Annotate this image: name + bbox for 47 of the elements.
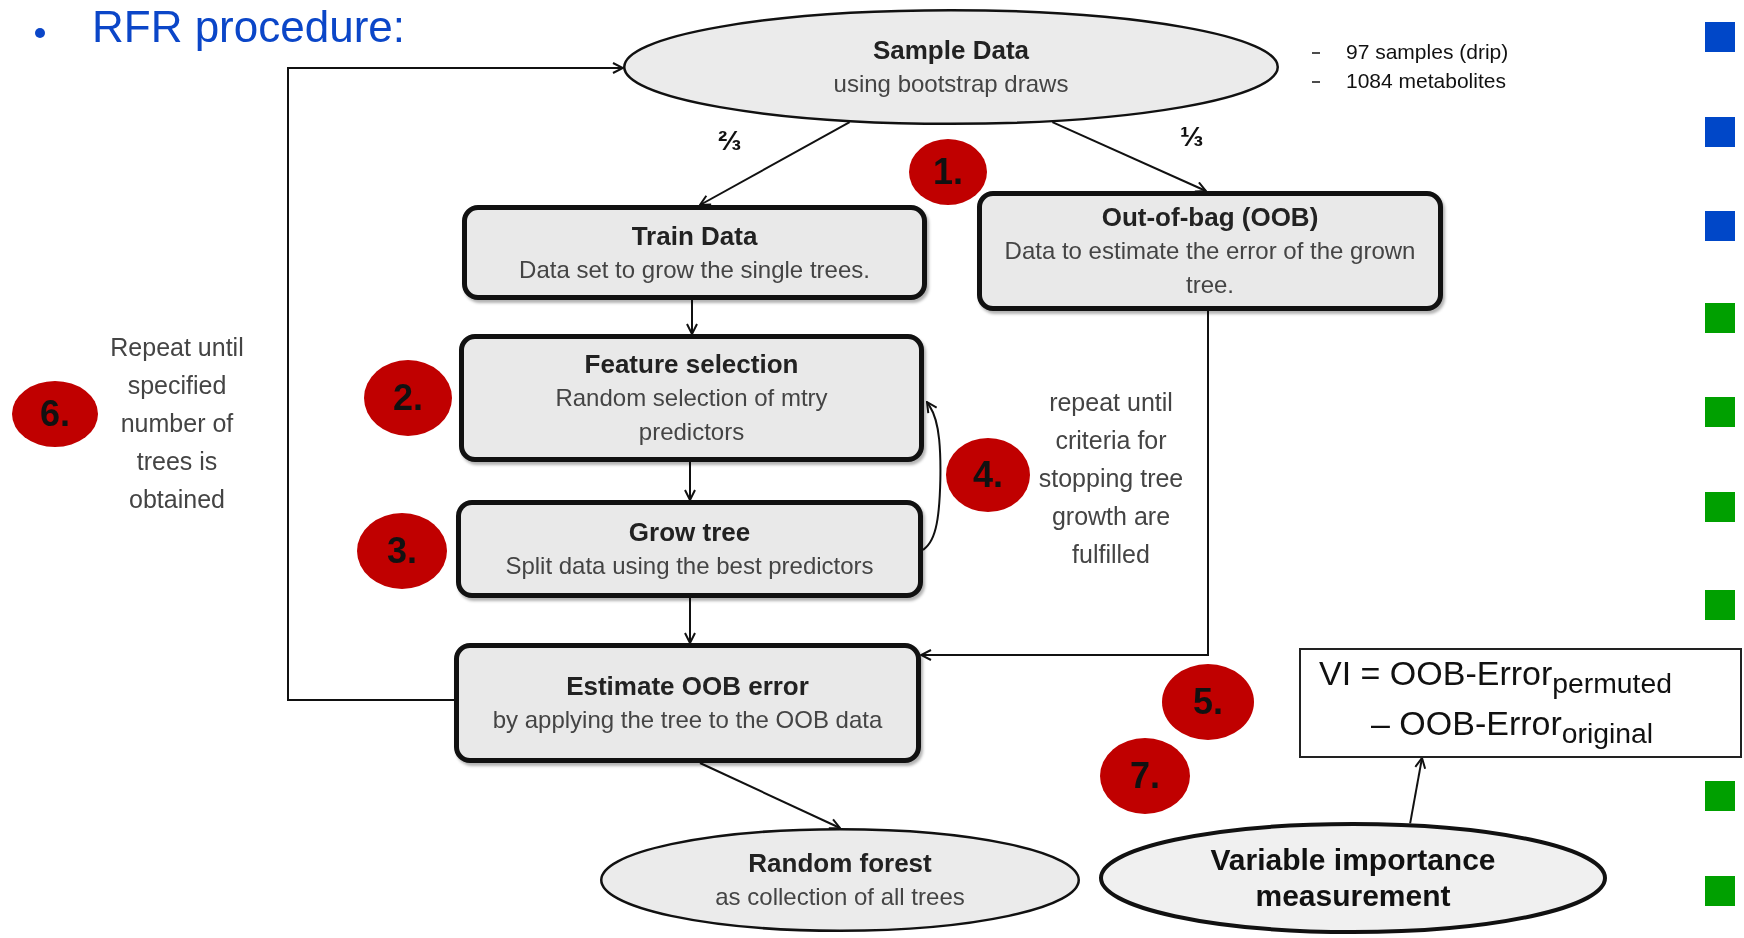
arrow [287, 62, 624, 701]
ellipse-node [1099, 822, 1607, 934]
arrow [922, 401, 942, 551]
slide-title: RFR procedure: [92, 2, 405, 52]
node-heading: Feature selection [584, 348, 799, 381]
arrow [920, 310, 1209, 661]
ellipse-node [623, 9, 1279, 125]
node-text: as collection of all trees [715, 882, 965, 912]
arrow [699, 762, 841, 830]
node-text: by applying the tree to the OOB data [491, 705, 884, 735]
node-heading: Grow tree [628, 516, 751, 549]
node-text: Split data using the best predictors [505, 551, 874, 581]
annotation-text: repeat until criteria for stopping tree growth are fulfilled [1037, 387, 1185, 570]
node-heading: Train Data [631, 219, 758, 253]
node-heading: Random forest [748, 847, 932, 880]
node-heading: Out-of-bag (OOB) [1101, 201, 1319, 234]
node-text: using bootstrap draws [833, 69, 1069, 99]
process-box [977, 191, 1443, 311]
process-box [459, 334, 924, 462]
arrow [686, 299, 698, 335]
step-number: 6. [40, 393, 70, 435]
arrow [684, 461, 696, 501]
arrow [1051, 121, 1207, 193]
step-number: 1. [933, 151, 963, 193]
node-text: Data set to grow the single trees. [519, 254, 870, 285]
step-number: 4. [973, 454, 1003, 496]
step-number: 3. [387, 530, 417, 572]
note-text: 1084 metabolites [1346, 69, 1506, 93]
formula: VI = OOB-Error$_{permuted}$ – OOB-Error$_{original}$ [1318, 653, 1673, 751]
arrow [684, 597, 696, 644]
process-box [456, 500, 923, 598]
process-box [462, 205, 927, 300]
ellipse-node [600, 828, 1080, 932]
arrow [699, 121, 851, 206]
step-number: 5. [1193, 681, 1223, 723]
step-number: 7. [1130, 755, 1160, 797]
annotation-text: Repeat until specified number of trees is obtained [109, 332, 245, 515]
node-heading: Sample Data [872, 34, 1030, 67]
arrow [1409, 757, 1427, 825]
step-number: 2. [393, 377, 423, 419]
node-heading: Variable importance measurement [1209, 842, 1497, 914]
node-text: Random selection of mtry predictors [554, 383, 829, 447]
note-text: 97 samples (drip) [1346, 40, 1509, 64]
node-heading: Estimate OOB error [566, 670, 809, 703]
process-box [454, 643, 921, 763]
formula-box [1299, 648, 1742, 758]
node-text: Data to estimate the error of the grown tree. [1003, 236, 1417, 300]
